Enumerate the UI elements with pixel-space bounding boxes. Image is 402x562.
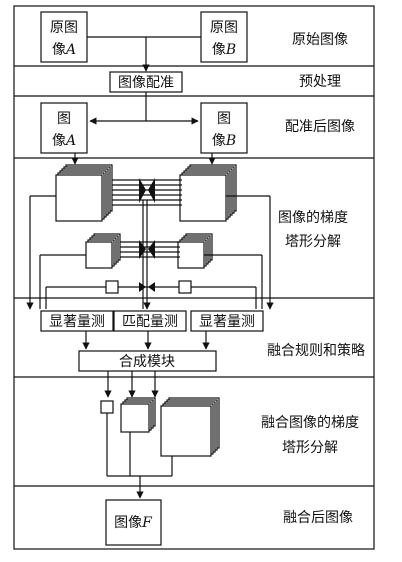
smallest-links (118, 282, 179, 292)
final-image-letter: F (141, 515, 153, 531)
original-image-a-line1: 原图 (50, 20, 78, 36)
final-image-box: 图像F (105, 499, 162, 546)
original-image-a: 原图 像A (40, 11, 88, 63)
section-frames (13, 5, 375, 550)
section-label-original: 原始图像 (292, 32, 348, 48)
original-connectors (87, 36, 201, 72)
registered-image-b-prefix: 像 (212, 133, 226, 149)
registration-label: 图像配准 (118, 75, 174, 91)
registered-connectors (71, 117, 216, 165)
registered-image-b: 图 像B (200, 102, 248, 154)
registered-image-a-letter: A (64, 133, 76, 149)
final-image-label: 图像F (114, 515, 153, 531)
fused-stack-small (120, 397, 156, 433)
saliency-right-label: 显著量测 (199, 314, 255, 330)
registration-box: 图像配准 (109, 71, 183, 93)
section-label-registered: 配准后图像 (285, 119, 355, 135)
pyramid-level-b-smallest (178, 280, 192, 294)
original-image-a-letter: A (64, 42, 76, 58)
match-box: 匹配量测 (113, 310, 187, 332)
pyramid-level-a-smallest (105, 280, 119, 294)
pyramid-stack-a-large (55, 164, 113, 222)
section-label-fused-1: 融合图像的梯度 (261, 415, 359, 431)
section-label-gradient-1: 图像的梯度 (278, 210, 348, 226)
registered-image-b-letter: B (225, 133, 236, 149)
fused-stack-large (160, 397, 220, 457)
registered-image-a-prefix: 像 (52, 133, 66, 149)
registered-image-b-line2: 像B (212, 133, 236, 149)
section-label-gradient-2: 塔形分解 (285, 234, 341, 250)
saliency-left-label: 显著量测 (49, 314, 105, 330)
pyramid-routing (26, 195, 274, 310)
section-label-fusion-rule: 融合规则和策略 (267, 342, 365, 359)
original-image-b-line1: 原图 (210, 20, 238, 36)
original-image-b-letter: B (225, 42, 236, 58)
original-image-b-line2: 像B (212, 42, 236, 58)
final-image-prefix: 图像 (114, 515, 142, 531)
section-label-fused-2: 塔形分解 (282, 440, 338, 456)
original-image-a-prefix: 像 (52, 42, 66, 58)
original-image-b: 原图 像B (200, 11, 248, 63)
saliency-box-right: 显著量测 (190, 310, 264, 332)
combine-connectors (104, 371, 159, 398)
saliency-box-left: 显著量测 (40, 310, 114, 332)
registered-image-a-line2: 像A (52, 133, 76, 149)
registered-image-b-line1: 图 (217, 111, 231, 127)
measurement-connectors (82, 331, 210, 350)
registered-image-a: 图 像A (40, 102, 88, 154)
combine-box: 合成模块 (78, 350, 217, 372)
section-label-preprocess: 预处理 (299, 74, 341, 90)
pyramid-stack-a-small (85, 233, 121, 269)
registered-image-a-line1: 图 (57, 111, 71, 127)
fused-level-smallest (100, 400, 114, 414)
fused-to-result-routing (106, 413, 173, 499)
pyramid-stack-b-large (179, 164, 237, 222)
match-label: 匹配量测 (122, 314, 178, 330)
combine-label: 合成模块 (119, 354, 175, 370)
original-image-a-line2: 像A (52, 42, 76, 58)
section-label-result: 融合后图像 (283, 510, 353, 526)
small-stack-links (120, 240, 180, 259)
original-image-b-prefix: 像 (212, 42, 226, 58)
pyramid-stack-b-small (177, 233, 213, 269)
